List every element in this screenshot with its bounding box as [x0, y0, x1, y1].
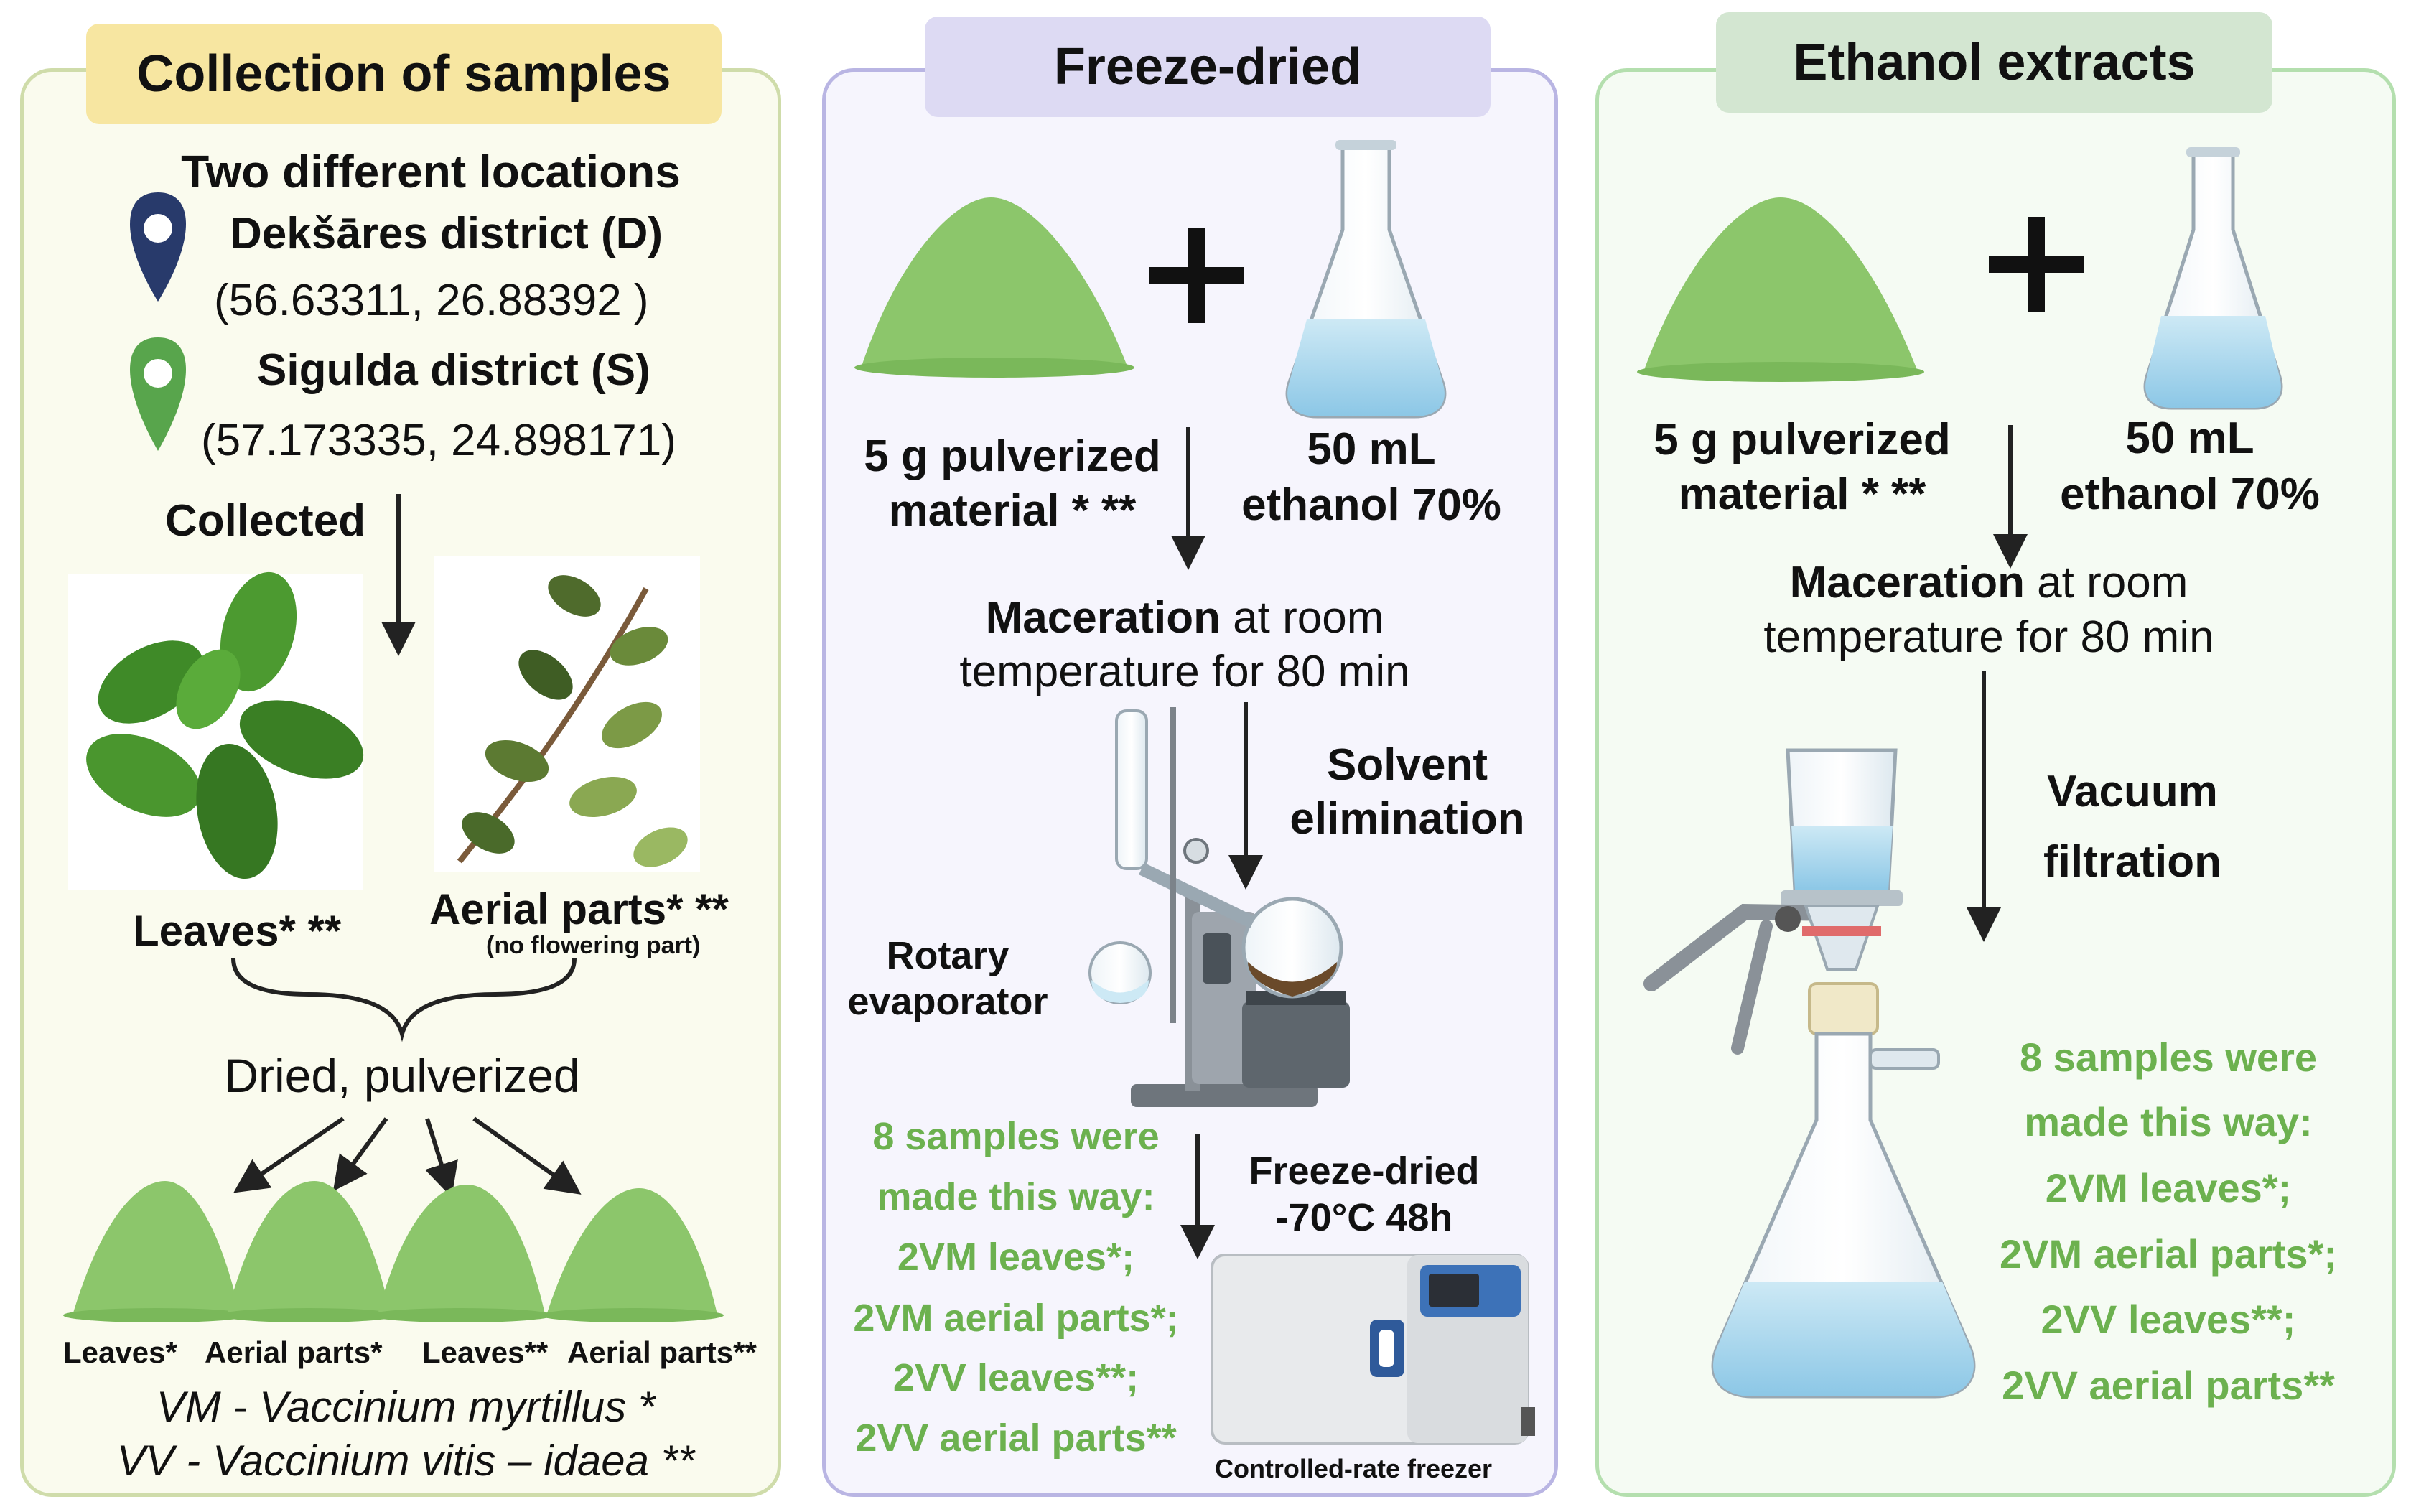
location-2-coords: (57.173335, 24.898171) — [201, 416, 676, 465]
dried-pulverized-label: Dried, pulverized — [224, 1049, 580, 1102]
legend-vv: VV - Vaccinium vitis – idaea ** — [116, 1437, 695, 1485]
title-ethanol-extracts: Ethanol extracts — [1716, 12, 2272, 113]
aerial-parts-note: (no flowering part) — [486, 932, 701, 959]
freeze-dried-label-2: -70°C 48h — [1275, 1196, 1453, 1239]
maceration-rest-2: at room — [2024, 558, 2188, 607]
leaves-label: Leaves* ** — [133, 907, 342, 955]
maceration-line-4: temperature for 80 min — [1763, 612, 2214, 662]
powder-pile-freeze — [854, 197, 1134, 378]
rotary-label-2: evaporator — [847, 980, 1048, 1023]
powder-pile-1 — [63, 1181, 250, 1322]
pin-green-icon — [130, 337, 186, 451]
brace — [231, 958, 577, 1042]
powder-pile-3 — [369, 1185, 553, 1322]
collected-label: Collected — [165, 496, 366, 546]
ethanol-label-1: 50 mL — [1307, 424, 1436, 474]
ethanol-label-4: ethanol 70% — [2060, 470, 2320, 519]
vacuum-label-2: filtration — [2043, 837, 2221, 887]
legend-vm: VM - Vaccinium myrtillus * — [156, 1383, 656, 1431]
maceration-line-1: Maceration at room — [862, 592, 1508, 643]
samples-line-4: 2VM aerial parts*; — [853, 1297, 1179, 1340]
aerial-parts-label: Aerial parts* ** — [429, 885, 729, 933]
material-label-3: 5 g pulverized — [1654, 415, 1951, 465]
freeze-dried-label-1: Freeze-dried — [1249, 1149, 1480, 1193]
plus-icon — [1149, 228, 1244, 323]
location-2-name: Sigulda district (S) — [257, 345, 650, 395]
title-freeze-dried: Freeze-dried — [925, 17, 1491, 117]
location-1-name: Dekšāres district (D) — [230, 209, 663, 258]
maceration-rest: at room — [1220, 593, 1384, 643]
powder-pile-ethanol — [1637, 197, 1924, 382]
material-label-4: material * ** — [1678, 470, 1926, 519]
samples-line-5: 2VV leaves**; — [892, 1356, 1139, 1399]
samples-line-8: made this way: — [2024, 1099, 2313, 1144]
powder-pile-2 — [219, 1181, 398, 1322]
samples-line-3: 2VM leaves*; — [897, 1236, 1135, 1279]
leaves-photo — [68, 571, 364, 890]
freezer-icon — [1211, 1254, 1535, 1445]
maceration-bold: Maceration — [985, 593, 1221, 643]
ethanol-label-2: ethanol 70% — [1241, 480, 1501, 530]
solvent-label-2: elimination — [1290, 794, 1525, 844]
vacuum-filtration-icon — [1643, 748, 1976, 1399]
dried-arrow-1 — [233, 1116, 345, 1193]
location-1-coords: (56.63311, 26.88392 ) — [214, 276, 649, 325]
dried-arrow-4 — [472, 1116, 582, 1195]
plus-icon-2 — [1989, 217, 2084, 312]
vacuum-label-1: Vacuum — [2047, 767, 2218, 816]
aerial-parts-photo — [434, 556, 700, 872]
samples-line-1: 8 samples were — [872, 1115, 1160, 1158]
material-label-1: 5 g pulverized — [864, 431, 1161, 481]
ethanol-label-3: 50 mL — [2125, 414, 2254, 463]
pile-label-4: Aerial parts** — [567, 1335, 757, 1369]
pin-navy-icon — [130, 192, 186, 302]
material-label-2: material * ** — [888, 486, 1137, 536]
samples-line-9: 2VM leaves*; — [2045, 1165, 2292, 1210]
pile-label-2: Aerial parts* — [205, 1335, 383, 1369]
samples-line-6: 2VV aerial parts** — [855, 1417, 1177, 1460]
samples-line-12: 2VV aerial parts** — [2002, 1363, 2335, 1408]
samples-line-10: 2VM aerial parts*; — [2000, 1231, 2337, 1277]
dried-arrow-2 — [332, 1117, 388, 1192]
locations-heading: Two different locations — [181, 146, 681, 197]
rotary-evaporator-icon — [1088, 707, 1350, 1107]
rotary-label-1: Rotary — [886, 934, 1009, 977]
pile-label-3: Leaves** — [422, 1335, 549, 1369]
samples-line-7: 8 samples were — [2019, 1035, 2318, 1080]
pile-label-1: Leaves* — [63, 1335, 177, 1369]
dried-arrow-3 — [424, 1118, 458, 1198]
title-collection: Collection of samples — [86, 24, 722, 124]
flask-icon-ethanol — [2143, 147, 2283, 410]
maceration-bold-2: Maceration — [1789, 558, 2025, 607]
solvent-label-1: Solvent — [1327, 740, 1488, 790]
freezer-label: Controlled-rate freezer — [1214, 1454, 1493, 1483]
samples-line-11: 2VV leaves**; — [2041, 1297, 2296, 1342]
maceration-line-2: temperature for 80 min — [959, 647, 1410, 696]
maceration-line-3: Maceration at room — [1666, 557, 2312, 608]
powder-pile-4 — [540, 1188, 724, 1322]
samples-line-2: made this way: — [877, 1175, 1155, 1218]
flask-icon-freeze — [1285, 140, 1447, 419]
